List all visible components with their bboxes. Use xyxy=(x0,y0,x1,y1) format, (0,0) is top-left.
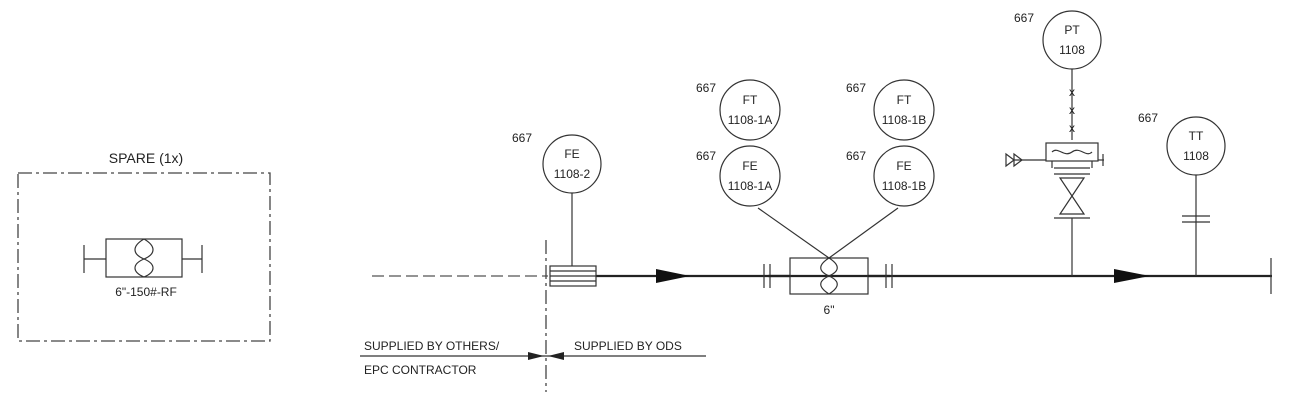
process-line xyxy=(372,258,1272,294)
fe-1108-1b-loop: 667 xyxy=(846,149,866,163)
scope-arrow-right xyxy=(548,352,564,360)
capillary-mark: x xyxy=(1069,85,1075,99)
instrument-fe-1108-2[interactable]: 667 FE 1108-2 xyxy=(512,131,602,194)
flow-arrow-1 xyxy=(656,269,690,283)
tt-1108-loop: 667 xyxy=(1138,111,1158,125)
flow-arrow-2 xyxy=(1114,269,1150,283)
tt-1108-tag: 1108 xyxy=(1183,149,1209,163)
ft-1108-1a-tag: 1108-1A xyxy=(728,113,772,127)
scope-right: SUPPLIED BY ODS xyxy=(574,339,682,353)
fe-1108-2-element xyxy=(549,192,597,287)
fe-1108-2-loop: 667 xyxy=(512,131,532,145)
spare-spec: 6"-150#-RF xyxy=(115,285,177,299)
capillary-mark: x xyxy=(1069,121,1075,135)
scope-arrow-left xyxy=(528,352,544,360)
flange-right xyxy=(885,264,893,288)
spare-flow-element xyxy=(83,238,203,278)
instrument-ft-1108-1a[interactable]: 667 FT 1108-1A xyxy=(696,79,781,141)
instrument-tt-1108[interactable]: 667 TT 1108 xyxy=(1138,111,1226,176)
tt-1108-thermowell xyxy=(1182,174,1210,276)
line-size-label: 6" xyxy=(824,303,835,317)
ft-1108-1b-tag: 1108-1B xyxy=(882,113,926,127)
fe-1108-2-tag: 1108-2 xyxy=(554,167,591,181)
ft-1108-1a-type: FT xyxy=(743,93,758,107)
tt-1108-type: TT xyxy=(1189,129,1204,143)
ft-1108-1b-loop: 667 xyxy=(846,81,866,95)
instrument-fe-1108-1a[interactable]: 667 FE 1108-1A xyxy=(696,145,781,207)
ft-1108-1a-loop: 667 xyxy=(696,81,716,95)
spare-box: SPARE (1x) 6"-150#-RF xyxy=(17,150,271,342)
instrument-pt-1108[interactable]: 667 PT 1108 xyxy=(1014,10,1102,70)
pt-1108-loop: 667 xyxy=(1014,11,1034,25)
fe-1108-1b-tag: 1108-1B xyxy=(882,179,926,193)
fe-1108-1a-tag: 1108-1A xyxy=(728,179,772,193)
instrument-fe-1108-1b[interactable]: 667 FE 1108-1B xyxy=(846,145,935,207)
scope-left-line1: SUPPLIED BY OTHERS/ xyxy=(364,339,500,353)
instrument-ft-1108-1b[interactable]: 667 FT 1108-1B xyxy=(846,79,935,141)
spare-title: SPARE (1x) xyxy=(109,150,183,166)
fe-1108-1a-loop: 667 xyxy=(696,149,716,163)
fe-1108-1b-type: FE xyxy=(896,159,911,173)
fe-1108-1a-type: FE xyxy=(742,159,757,173)
scope-left-line2: EPC CONTRACTOR xyxy=(364,363,477,377)
pt-1108-valve-assembly: x x x xyxy=(1005,68,1104,276)
fe-1108-2-type: FE xyxy=(564,147,579,161)
capillary-mark: x xyxy=(1069,103,1075,117)
pt-1108-type: PT xyxy=(1064,23,1080,37)
ft-1108-1b-type: FT xyxy=(897,93,912,107)
spare-boundary xyxy=(17,172,271,342)
flow-element-6in xyxy=(757,207,899,295)
pt-1108-tag: 1108 xyxy=(1059,43,1085,57)
scope-of-supply: SUPPLIED BY OTHERS/ EPC CONTRACTOR SUPPL… xyxy=(360,339,706,377)
